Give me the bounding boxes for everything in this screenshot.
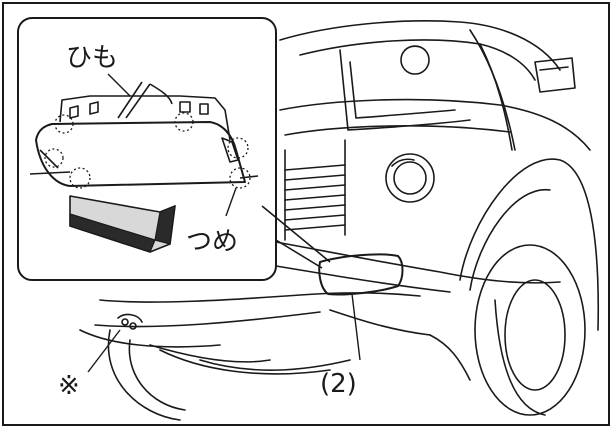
label-note-mark: ※ [58, 371, 80, 401]
label-tsume: つめ [186, 227, 238, 257]
cover-detail-drawing [29, 81, 259, 187]
tow-hook-cover [318, 253, 404, 296]
removal-direction-arrow [69, 195, 176, 253]
clip-location-markers [44, 112, 251, 189]
callouts: (2) ※ [58, 293, 361, 401]
label-part-number: (2) [320, 369, 357, 399]
detail-inset: ひも つめ [17, 17, 331, 281]
label-himo: ひも [66, 43, 118, 73]
